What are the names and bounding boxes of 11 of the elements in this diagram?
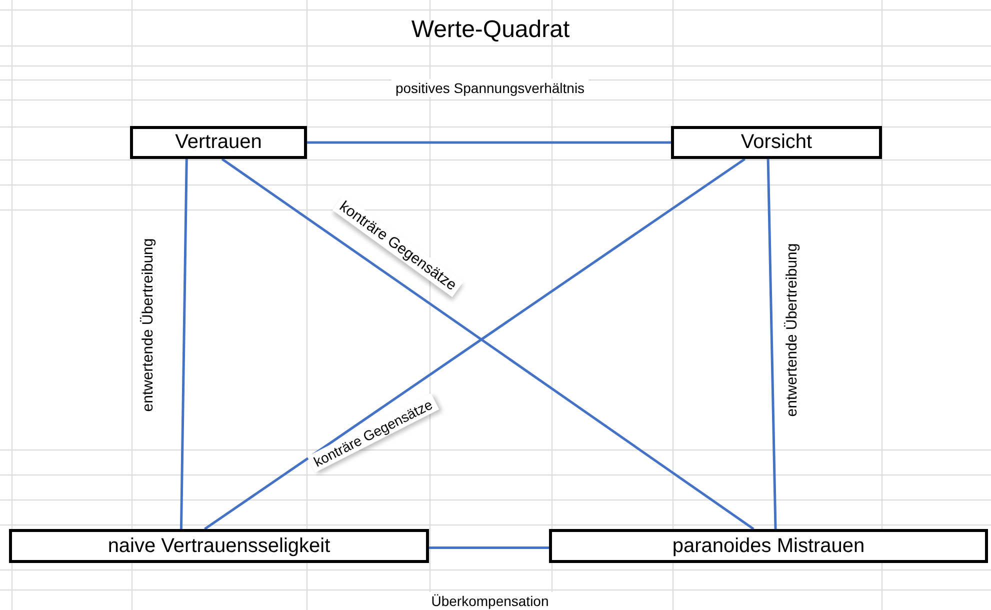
concept-box: naive Vertrauensseligkeit xyxy=(9,529,429,563)
concept-box: Vertrauen xyxy=(130,126,307,159)
concept-box: Vorsicht xyxy=(671,126,882,159)
connector-line xyxy=(429,546,549,549)
concept-box: paranoides Mistrauen xyxy=(549,529,988,563)
edge-label: Überkompensation xyxy=(427,592,553,610)
diagram-title: Werte-Quadrat xyxy=(410,16,571,44)
connector-line xyxy=(180,158,188,530)
edge-label: positives Spannungsverhältnis xyxy=(391,79,589,97)
connector-line xyxy=(766,158,777,530)
connector-line xyxy=(307,141,671,144)
